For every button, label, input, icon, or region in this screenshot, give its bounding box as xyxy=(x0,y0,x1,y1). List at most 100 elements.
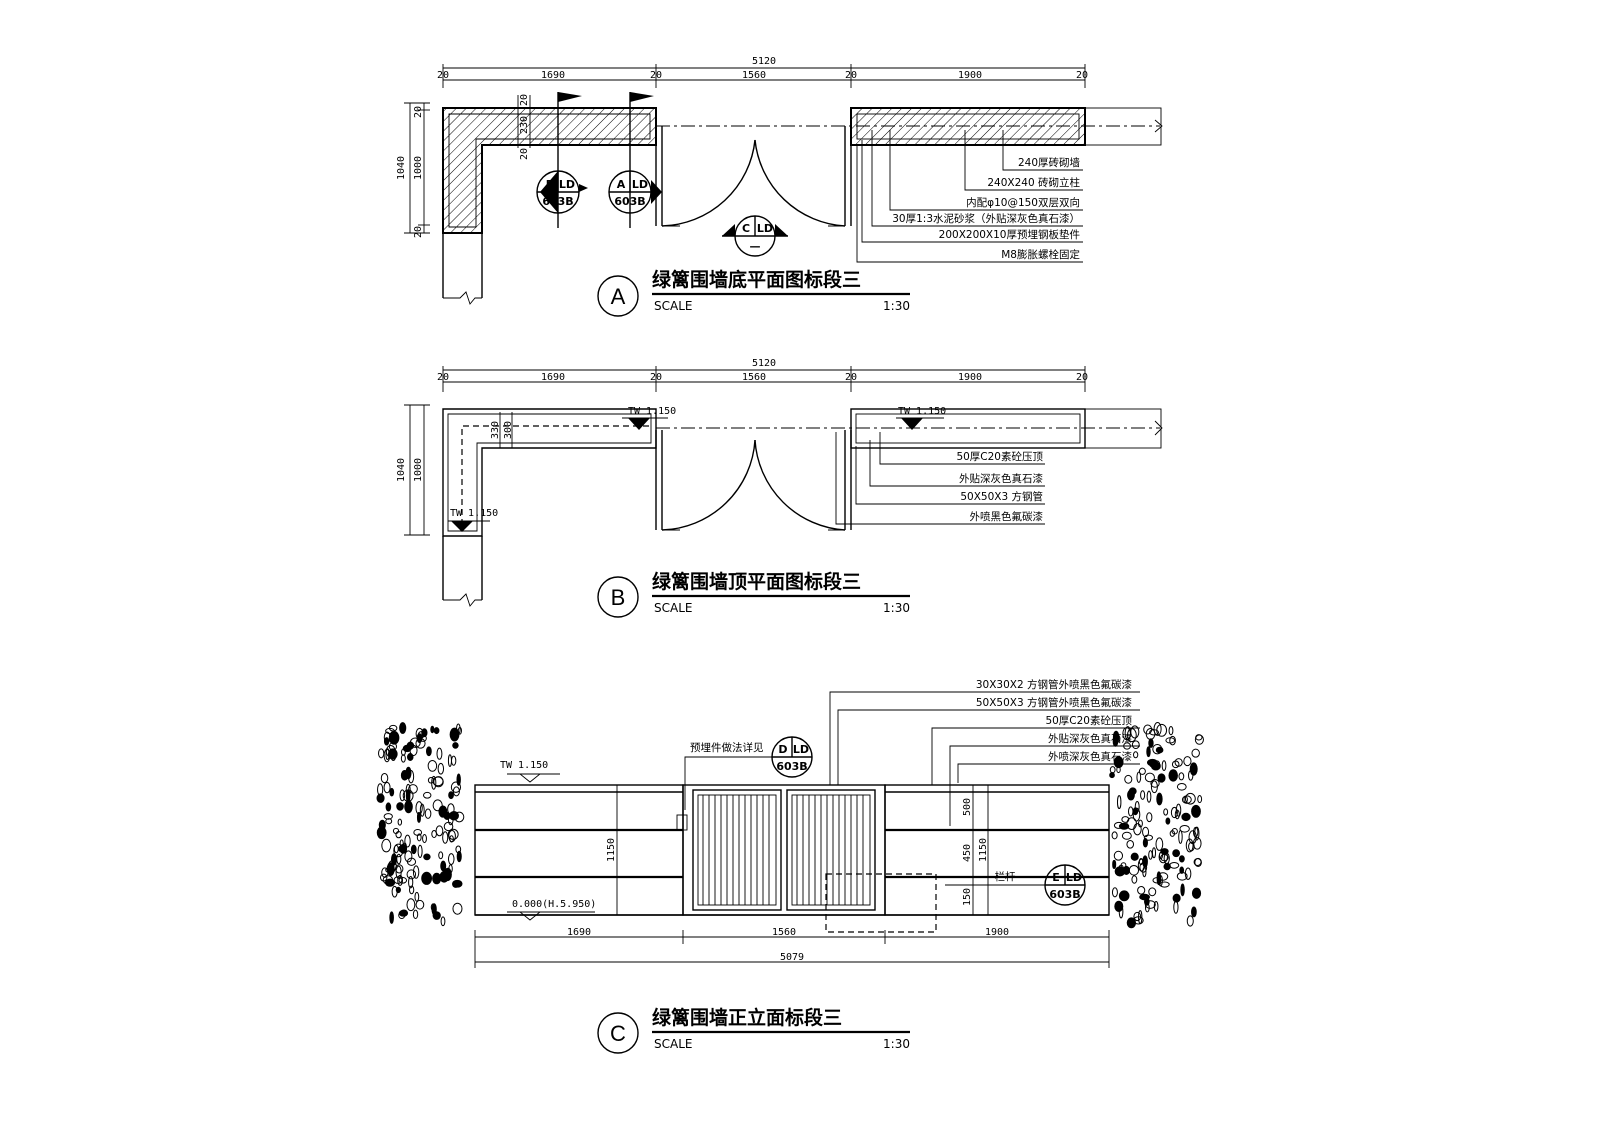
note-a-3: 内配φ10@150双层双向 xyxy=(966,196,1080,209)
hedge-leaf xyxy=(1176,782,1187,791)
hedge-leaf xyxy=(1149,729,1160,736)
hedge-leaf xyxy=(1169,861,1180,869)
hedge-leaf xyxy=(391,885,398,898)
hedge-leaf xyxy=(1171,760,1180,769)
hedge-leaf xyxy=(433,727,440,735)
hedge-leaf xyxy=(1197,795,1203,804)
dim-end: 20 xyxy=(1076,70,1088,81)
dim-end: 20 xyxy=(437,70,449,81)
hedge-leaf xyxy=(1134,800,1140,813)
callout-b: B LD 603B xyxy=(536,170,588,214)
callout-a-code: LD xyxy=(632,178,648,191)
hedge-leaf xyxy=(1178,772,1185,781)
hedge-leaf xyxy=(442,831,449,844)
hedge-leaf xyxy=(435,825,444,837)
hedge-leaf xyxy=(396,802,404,811)
dim-c-mid: 1560 xyxy=(772,927,796,938)
dim-c-left: 1690 xyxy=(567,927,591,938)
hedge-leaf xyxy=(443,821,454,832)
hedge-leaf xyxy=(1133,823,1142,836)
elevation-title: 绿篱围墙正立面标段三 xyxy=(652,1006,842,1029)
hedge-leaf xyxy=(398,845,404,852)
hedge-leaf xyxy=(1128,806,1134,817)
hedge-leaf xyxy=(451,755,457,766)
hedge-leaf xyxy=(1173,900,1179,914)
dim-end: 20 xyxy=(650,372,662,383)
hedge-leaf xyxy=(379,873,388,882)
plan-b-scale-value: 1:30 xyxy=(883,601,910,615)
height-bot: 150 xyxy=(962,888,973,906)
hedge-leaf xyxy=(393,876,403,884)
hedge-leaf xyxy=(416,811,421,823)
plan-b-title-block: B 绿篱围墙顶平面图标段三 SCALE 1:30 xyxy=(597,570,910,618)
hedge-leaf xyxy=(1195,734,1203,741)
plan-b-wall-right xyxy=(656,408,1163,449)
plan-b-levels: TW 1.150 TW 1.150 TW 1.150 xyxy=(448,406,946,532)
hedge-leaf xyxy=(1169,735,1176,746)
hedge-leaf xyxy=(406,869,417,880)
hedge-leaf xyxy=(1181,812,1191,822)
hedge-leaf xyxy=(1116,795,1122,810)
hedge-leaf xyxy=(1172,893,1181,903)
hedge-leaf xyxy=(408,876,414,889)
level-b-left: TW 1.150 xyxy=(450,508,498,519)
hedge-leaf xyxy=(397,818,403,826)
level-ground: 0.000(H.5.950) xyxy=(512,899,596,910)
hedge-leaf xyxy=(1116,766,1121,774)
hedge-leaf xyxy=(1138,910,1143,924)
hedge-leaf xyxy=(1191,887,1202,899)
hedge-leaf xyxy=(432,799,443,812)
callout-d-code: LD xyxy=(793,743,809,756)
hedge-leaf xyxy=(432,872,442,885)
plan-b-wall-left xyxy=(442,408,657,607)
hedge-leaf xyxy=(439,871,449,883)
elevation-title-block: C 绿篱围墙正立面标段三 SCALE 1:30 xyxy=(597,1006,910,1054)
dim-wall-w: 330 xyxy=(490,421,501,439)
hedge-leaf xyxy=(431,903,437,916)
hedge-leaf xyxy=(448,791,454,800)
dim-left: 1690 xyxy=(541,70,565,81)
callout-c: C LD — xyxy=(722,215,788,257)
hedge-leaf xyxy=(378,748,385,759)
note-c-4: 外贴深灰色真石漆 xyxy=(1048,732,1132,745)
hedge-leaf xyxy=(1144,772,1155,783)
hedge-leaf xyxy=(1168,769,1178,782)
hedge-leaf xyxy=(1152,743,1163,755)
hedge-leaf xyxy=(1130,852,1139,861)
dim-side-end: 20 xyxy=(413,226,424,238)
hedge-leaf xyxy=(412,865,420,879)
hedge-leaf xyxy=(1153,901,1159,912)
hedge-leaf xyxy=(419,803,425,817)
note-a-5: 200X200X10厚预埋钢板垫件 xyxy=(939,228,1080,241)
hedge-leaf xyxy=(1194,826,1200,841)
hedge-leaf xyxy=(1175,803,1182,817)
hedge-leaf xyxy=(1183,756,1192,767)
note-a-1: 240厚砖砌墙 xyxy=(1018,156,1081,169)
hedge-leaf xyxy=(401,748,406,756)
note-a-4: 30厚1:3水泥砂浆（外贴深灰色真石漆） xyxy=(892,212,1080,225)
hedge-leaf xyxy=(1153,722,1162,736)
hedge-leaf xyxy=(378,819,386,831)
callout-a-letter: A xyxy=(617,178,626,191)
hedge-leaf xyxy=(1111,887,1118,898)
callout-c-sheet: — xyxy=(750,240,761,253)
hedge-leaf xyxy=(456,773,461,786)
plan-b-notes: 50厚C20素砼压顶 外贴深灰色真石漆 50X50X3 方钢管 外喷黑色氟碳漆 xyxy=(835,432,1045,525)
plan-b-scale-label: SCALE xyxy=(654,601,692,615)
callout-e: E LD 603B 栏杆 xyxy=(945,864,1086,906)
hedge-leaf xyxy=(385,802,392,812)
hedge-leaf xyxy=(415,899,425,910)
hedge-leaf xyxy=(407,769,415,784)
height-left: 1150 xyxy=(606,838,617,862)
dim-total: 5120 xyxy=(752,358,776,369)
hedge-leaf xyxy=(376,793,385,803)
hedge-leaf xyxy=(1137,886,1146,895)
hedge-leaf xyxy=(1191,906,1197,918)
hedge-leaf xyxy=(1156,723,1168,737)
hedge-leaf xyxy=(440,916,446,927)
hedge-leaf xyxy=(409,885,415,895)
dim-end: 20 xyxy=(650,70,662,81)
hedge-leaf xyxy=(1122,865,1130,876)
hedge-leaf xyxy=(1161,760,1167,772)
height-mid: 450 xyxy=(962,844,973,862)
